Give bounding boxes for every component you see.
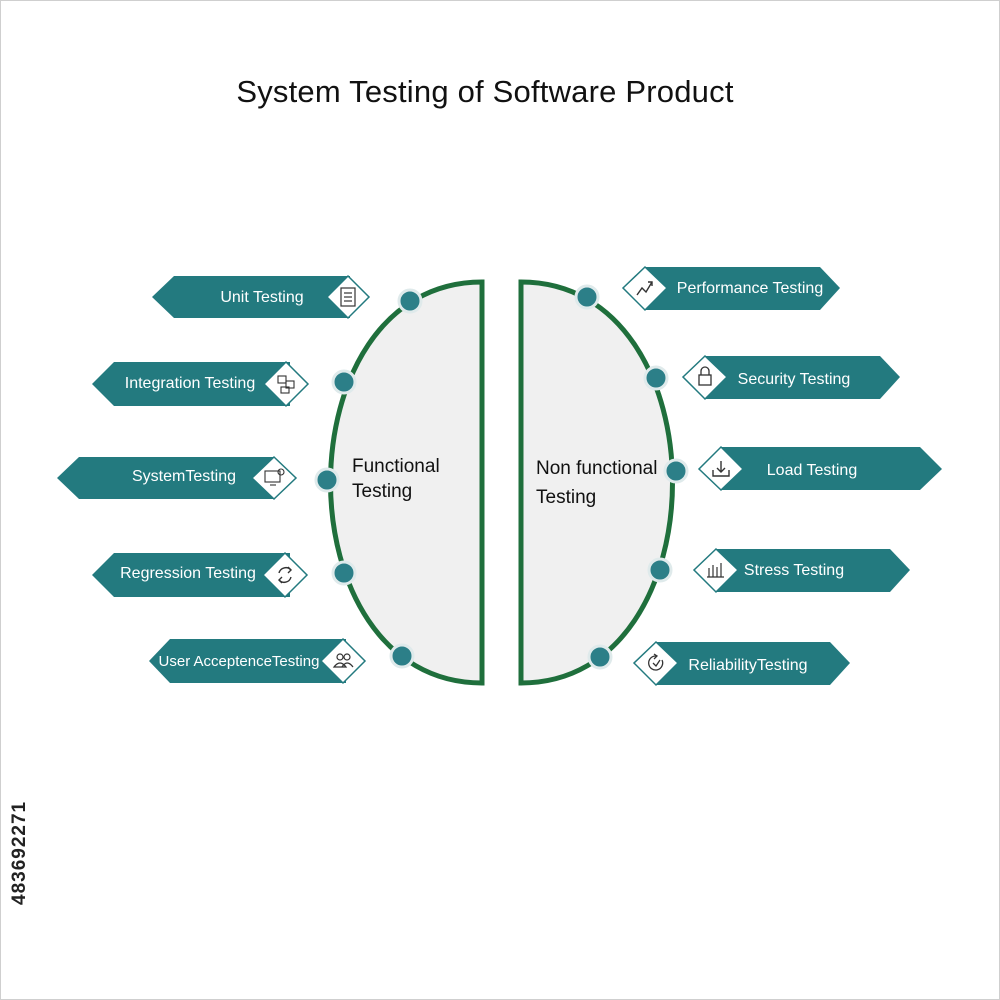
stress-gauge-icon [707,563,724,578]
banner-shape [706,356,900,399]
icon-diamond [681,354,729,401]
banner-label: Security Testing [738,371,851,388]
functional-item-regression-testing: Regression Testing [92,551,309,599]
non-functional-item-stress-testing: Stress Testing [692,547,910,594]
icon-diamond [632,640,680,687]
banner-shape [57,457,275,499]
banner-shape [717,549,910,592]
users-icon [332,653,354,668]
icon-diamond [250,455,298,501]
banner-label: Performance Testing [677,280,823,297]
icon-diamond [621,265,669,312]
icon-diamond [319,637,367,685]
stock-id-label: 483692271 [9,800,30,905]
non-functional-item-reliability-testing: ReliabilityTesting [632,640,850,687]
node-reliability-testing [587,644,613,670]
functional-heading-line1: Functional [352,456,440,477]
banner-shape [646,267,840,310]
outline-nodes [314,284,689,670]
banner-label: Integration Testing [125,375,255,392]
icon-diamond [692,547,740,594]
cycle-arrows-icon [278,566,292,584]
non-functional-half [518,279,675,686]
banner-shape [722,447,942,490]
padlock-icon [698,366,712,386]
node-load-testing [663,458,689,484]
refresh-check-icon [648,653,664,671]
non-functional-item-performance-testing: Performance Testing [621,265,840,312]
trend-arrow-icon [636,281,653,296]
banner-shape [92,362,290,406]
banner-label: Regression Testing [120,565,256,582]
banner-label: SystemTesting [132,468,236,485]
monitor-gear-icon [264,468,285,486]
non-functional-item-security-testing: Security Testing [681,354,900,401]
banner-shape [149,639,346,683]
functional-item-system-testing: SystemTesting [57,455,298,501]
banner-label: Stress Testing [744,562,844,579]
functional-item-user-acceptance-testing: User AcceptenceTesting [149,637,367,685]
node-system-testing [314,467,340,493]
functional-item-unit-testing: Unit Testing [152,274,371,320]
download-tray-icon [712,461,730,477]
banner-shape [152,276,350,318]
document-icon [340,287,356,307]
banner-shape [657,642,850,685]
functional-item-integration-testing: Integration Testing [92,360,310,408]
node-stress-testing [647,557,673,583]
banner-shape [92,553,290,597]
non-functional-heading-line1: Non functional [536,458,657,479]
node-security-testing [643,365,669,391]
node-performance-testing [574,284,600,310]
banner-label: Load Testing [767,462,857,479]
banner-label: User AcceptenceTesting [159,653,320,670]
node-regression-testing [331,560,357,586]
banner-label: ReliabilityTesting [688,657,807,674]
non-functional-heading-line2: Testing [536,487,596,508]
banner-label: Unit Testing [220,289,303,306]
node-integration-testing [331,369,357,395]
non-functional-item-load-testing: Load Testing [697,445,942,492]
node-unit-testing [397,288,423,314]
icon-diamond [261,551,309,599]
node-user-acceptance-testing [389,643,415,669]
page-title: System Testing of Software Product [236,74,734,109]
blocks-icon [277,375,295,394]
functional-heading-line2: Testing [352,481,412,502]
